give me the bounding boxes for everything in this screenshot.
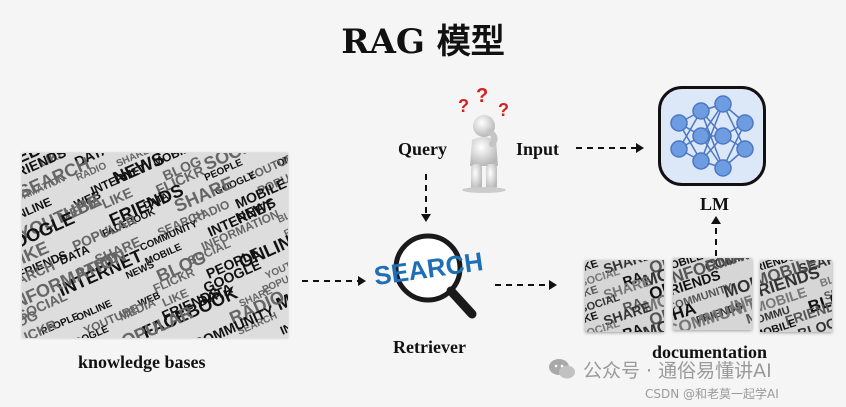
lm-label: LM [700, 194, 729, 214]
documentation-word: RA [621, 320, 645, 332]
word-cloud-word: WEB [286, 226, 288, 254]
network-node [692, 102, 710, 120]
arrow-query-to-retriever [421, 174, 431, 222]
documentation-word: SEARCH [823, 277, 832, 303]
svg-text:?: ? [458, 96, 469, 116]
documentation-label: documentation [652, 342, 768, 362]
documentation-word: MOBILE [744, 295, 752, 327]
input-label: Input [516, 139, 560, 159]
arrow-docs-to-lm [711, 216, 721, 256]
network-node [714, 95, 732, 113]
svg-text:?: ? [498, 100, 509, 120]
documentation-word: RA [621, 268, 645, 289]
knowledge-bases-image: WEBLIKEDATASHAREMOBILESOCIALONLINEMEDIAF… [22, 153, 288, 338]
network-node [670, 114, 688, 132]
svg-text:?: ? [476, 86, 488, 107]
documentation-image-3: FRIENDSSEARCHMOBILEBLOGCOMMUFRIENDSSEARC… [760, 260, 832, 332]
documentation-word-graphic: MOBILECOMMUNITYINFORMATISHAFRIENDSMOBILE… [673, 258, 752, 330]
documentation-word: RA [621, 294, 645, 315]
arrow-retriever-to-docs [495, 280, 557, 290]
network-node [692, 127, 710, 145]
query-label: Query [398, 139, 447, 159]
magnifier-icon: SEARCH [368, 226, 486, 321]
documentation-word-graphic: FRIENDSSEARCHMOBILEBLOGCOMMUFRIENDSSEARC… [760, 260, 832, 332]
watermark-text: 公众号 · 通俗易懂讲AI [583, 360, 772, 382]
network-node [714, 159, 732, 177]
network-node [736, 140, 754, 158]
network-edge [700, 110, 724, 169]
watermark-source: CSDN @和老莫一起学AI [645, 387, 779, 401]
thinking-person-icon: ? ? ? [440, 85, 530, 194]
lm-box [658, 86, 766, 186]
network-node [670, 140, 688, 158]
diagram-title: RAG 模型 [341, 22, 505, 62]
arrow-kb-to-retriever [302, 276, 366, 286]
neural-network-icon [670, 95, 754, 177]
word-cloud-graphic: WEBLIKEDATASHAREMOBILESOCIALONLINEMEDIAF… [22, 153, 288, 338]
documentation-image-1: LIKESHAREONLINESOCIALRAMOBILELIKESHAREON… [585, 260, 664, 332]
arrow-input-to-lm [576, 143, 644, 153]
documentation-word-graphic: LIKESHAREONLINESOCIALRAMOBILELIKESHAREON… [585, 260, 664, 332]
knowledge-bases-label: knowledge bases [78, 352, 206, 372]
documentation-word: ONLINE [647, 260, 664, 278]
wechat-icon [548, 357, 576, 381]
retriever-label: Retriever [393, 337, 466, 357]
network-node [692, 152, 710, 170]
network-edge [700, 103, 724, 162]
documentation-image-2: MOBILECOMMUNITYINFORMATISHAFRIENDSMOBILE… [673, 258, 752, 330]
network-node [736, 114, 754, 132]
network-node [714, 127, 732, 145]
